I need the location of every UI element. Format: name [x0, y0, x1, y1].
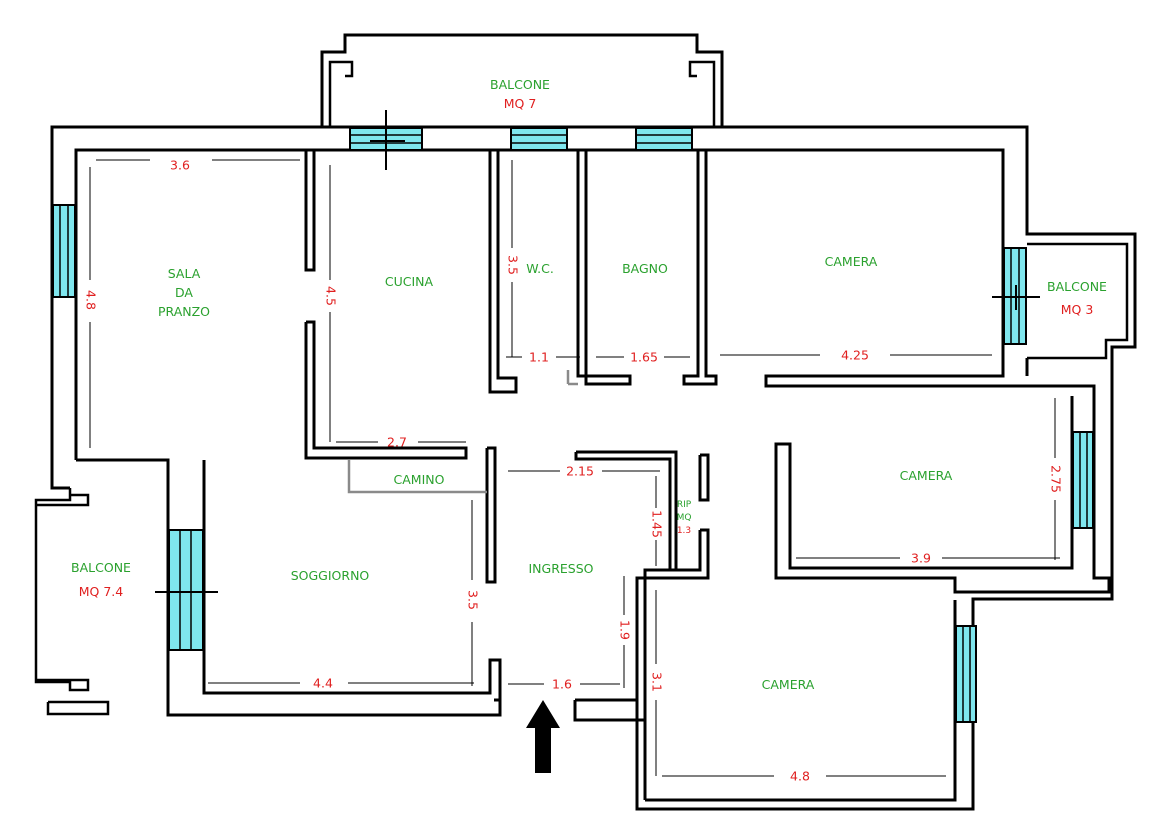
entrance-arrow-icon — [526, 700, 560, 773]
dim-camera-bottom-width: 4.8 — [790, 769, 810, 784]
dim-wc-depth: 3.5 — [506, 255, 521, 275]
window-soggiorno — [168, 529, 204, 651]
dim-ingresso-door: 1.6 — [552, 677, 572, 692]
window-bagno — [635, 127, 693, 151]
room-sala-label-3: PRANZO — [158, 304, 210, 319]
room-sala-label-2: DA — [175, 285, 193, 300]
room-rip-label-2: MQ — [677, 513, 692, 523]
dim-camera-right-depth: 2.75 — [1049, 465, 1064, 493]
dimension-lines — [89, 159, 1060, 777]
dim-cucina-depth: 4.5 — [324, 286, 339, 306]
balcony-left-label: BALCONE — [71, 560, 131, 575]
dim-camera-bottom-depth: 3.1 — [650, 672, 665, 692]
room-bagno-label: BAGNO — [622, 261, 668, 276]
dim-ingresso-width: 2.15 — [566, 464, 594, 479]
room-rip-area: 1.3 — [677, 526, 691, 536]
dim-soggiorno-width: 4.4 — [313, 676, 333, 691]
balcony-right-label: BALCONE — [1047, 279, 1107, 294]
room-cucina-label: CUCINA — [385, 274, 434, 289]
interior-walls — [34, 150, 957, 802]
balcony-right-area: MQ 3 — [1061, 302, 1094, 317]
room-soggiorno-label: SOGGIORNO — [291, 568, 370, 583]
room-camera-bottom-label: CAMERA — [762, 677, 815, 692]
balcony-top-area: MQ 7 — [504, 96, 537, 111]
windows — [52, 127, 1094, 723]
room-sala-label-1: SALA — [168, 266, 201, 281]
window-wc — [510, 127, 568, 151]
dim-camera-right-width: 3.9 — [911, 551, 931, 566]
dim-ingresso-depth-lower: 1.9 — [618, 620, 633, 640]
balcony-top — [320, 33, 724, 127]
dim-ingresso-depth-upper: 1.45 — [650, 510, 665, 538]
dim-soggiorno-depth: 3.5 — [466, 590, 481, 610]
door-markers — [155, 110, 1040, 593]
room-wc-label: W.C. — [526, 261, 554, 276]
room-camera-right-label: CAMERA — [900, 468, 953, 483]
room-camino-label: CAMINO — [394, 472, 445, 487]
window-sala — [52, 204, 76, 298]
window-camera-bottom — [955, 625, 977, 723]
room-labels: SALA DA PRANZO CUCINA W.C. BAGNO CAMERA … — [71, 77, 1107, 692]
dim-sala-depth: 4.8 — [84, 290, 99, 310]
room-ingresso-label: INGRESSO — [528, 561, 593, 576]
balcony-top-label: BALCONE — [490, 77, 550, 92]
balcony-left-area: MQ 7.4 — [79, 584, 124, 599]
dim-cucina-width: 2.7 — [387, 435, 407, 450]
dimension-labels: 3.6 4.8 4.5 2.7 3.5 1.1 1.65 4.25 2.75 3… — [84, 158, 1064, 784]
dim-camera-top-width: 4.25 — [841, 348, 869, 363]
window-camera-right — [1072, 431, 1094, 529]
room-camera-top-label: CAMERA — [825, 254, 878, 269]
dim-sala-width: 3.6 — [170, 158, 190, 173]
room-rip-label-1: RIP — [677, 500, 692, 510]
dim-bagno-width: 1.65 — [630, 350, 658, 365]
dim-wc-width: 1.1 — [529, 350, 549, 365]
